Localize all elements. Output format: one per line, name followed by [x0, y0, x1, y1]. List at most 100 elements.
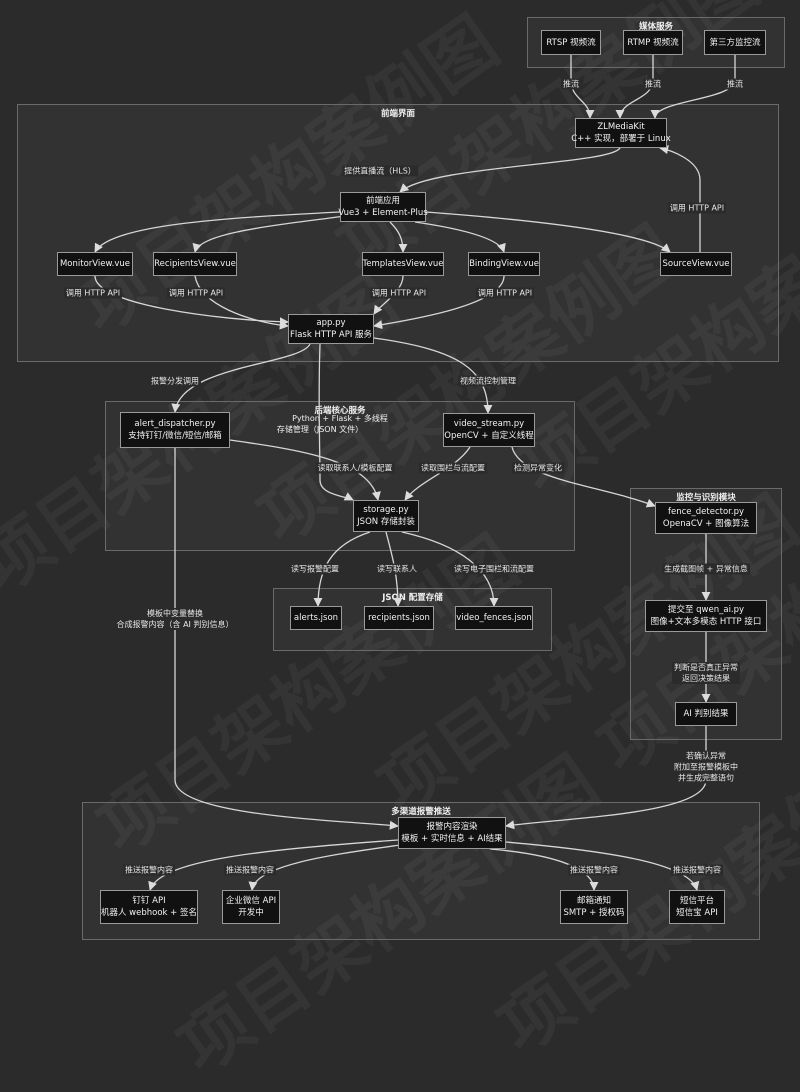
edge-label-tpl_api: 调用 HTTP API [369, 287, 429, 299]
node-text-line: MonitorView.vue [59, 259, 131, 269]
edge-label-judge: 判断是否真正异常返回决策结果 [672, 662, 740, 684]
node-text-line: fence_detector.py [668, 507, 744, 517]
edge-label-line: 推流 [645, 79, 661, 89]
node-monitor-view: MonitorView.vue [57, 252, 133, 276]
edge-label-push_email: 推送报警内容 [568, 864, 620, 876]
edge-push_sms [505, 841, 700, 891]
cluster-title: 前端界面 [380, 109, 415, 119]
edge-link-8 [425, 211, 671, 253]
node-text-line: RTMP 视频流 [627, 37, 679, 48]
node-fe: 前端应用 Vue3 + Element-Plus [338, 192, 428, 222]
node-source-view: SourceView.vue [660, 252, 732, 276]
edge-label-vs_ctrl: 视频流控制管理 [458, 375, 518, 387]
edge-label-line: 读取围栏与流配置 [421, 463, 485, 473]
edge-label-line: 调用 HTTP API [65, 288, 121, 298]
node-text-line: 开发中 [238, 908, 264, 918]
edge-label-push_sms: 推送报警内容 [671, 864, 723, 876]
node-text-line: alerts.json [293, 613, 339, 623]
edge-label-line: 检测异常变化 [514, 463, 562, 473]
edge-vs_ctrl [373, 337, 493, 414]
node-rtmp: RTMP 视频流 [623, 30, 683, 55]
edge-label-line: 报警分发调用 [151, 376, 199, 386]
edge-label-line: 推流 [727, 79, 743, 89]
edge-label-line: 推送报警内容 [673, 865, 721, 875]
edge-link-7 [414, 221, 506, 253]
node-text-line: 图像+文本多模态 HTTP 接口 [650, 617, 762, 627]
node-text-line: RecipientsView.vue [154, 259, 236, 269]
node-text-line: TemplatesView.vue [362, 259, 444, 269]
edge-label-push_wecom: 推送报警内容 [224, 864, 276, 876]
edge-label-read_fence: 读取围栏与流配置 [419, 462, 487, 474]
edge-label-line: 判断是否真正异常 [674, 663, 738, 672]
edge-label-mon_api: 调用 HTTP API [63, 287, 123, 299]
edge-label-detect: 检测异常变化 [512, 462, 564, 474]
edge-link-16 [318, 343, 354, 501]
node-alerts-json: alerts.json [290, 606, 342, 630]
edge-mon_api [94, 275, 289, 327]
node-text-line: 邮箱通知 [576, 896, 611, 906]
node-text-line: 机器人 webhook + 签名 [100, 908, 198, 918]
node-recipients-json: recipients.json [364, 606, 434, 630]
node-text-line: AI 判别结果 [683, 709, 729, 719]
node-text-line: Vue3 + Element-Plus [338, 208, 428, 218]
edge-label-line: 并生成完整语句 [678, 773, 734, 783]
edge-label-line: 读写电子围栏和流配置 [454, 564, 534, 574]
node-text-line: RTSP 视频流 [546, 37, 596, 48]
edge-push_email [489, 848, 599, 891]
edge-label-dispatch: 报警分发调用 [149, 375, 201, 387]
edge-label-line: 调用 HTTP API [477, 288, 533, 298]
edge-tpl_replace [174, 448, 399, 830]
node-text-line: 模板 + 实时信息 + AI结果 [401, 834, 503, 844]
edge-link-6 [389, 221, 408, 253]
cluster-title: 监控与识别模块 [676, 493, 736, 503]
edge-dispatch [171, 343, 311, 413]
edge-label-push2: 推流 [643, 78, 663, 90]
cluster-title: 后端核心服务 [314, 406, 366, 416]
edge-label-hls: 提供直播流（HLS） [342, 165, 418, 177]
edge-label-line: 推流 [563, 79, 579, 89]
cluster-title: 多渠道报警推送 [391, 807, 451, 817]
node-text-line: 报警内容渲染 [426, 822, 478, 832]
edge-label-line: 读取联系人/模板配置 [317, 463, 393, 473]
edge-src_api [659, 145, 701, 252]
node-text-line: OpenaCV + 图像算法 [662, 519, 750, 529]
node-text-line: 支持钉钉/微信/短信/邮箱 [128, 431, 222, 441]
edge-label-rec_api: 调用 HTTP API [166, 287, 226, 299]
edge-hls [399, 147, 621, 193]
node-templates-view: TemplatesView.vue [362, 252, 444, 276]
edge-push_ding [148, 839, 399, 891]
edge-rw_fence [401, 531, 499, 607]
edge-label-line: 生成截图帧 + 异常信息 [664, 564, 748, 574]
edge-read_rec [229, 439, 381, 501]
node-text-line: Flask HTTP API 服务 [289, 330, 373, 340]
node-rtsp: RTSP 视频流 [541, 30, 601, 55]
node-text-line: recipients.json [368, 613, 430, 623]
node-text-line: SMTP + 授权码 [563, 908, 625, 918]
edge-rw_alert [313, 531, 371, 607]
node-text-line: 前端应用 [365, 196, 400, 206]
edge-bind_api [373, 275, 505, 330]
node-text-line: JSON 存储封装 [357, 517, 415, 527]
edge-label-line: 调用 HTTP API [669, 203, 725, 213]
node-text-line: BindingView.vue [469, 259, 539, 269]
edge-label-confirm: 若确认异常附加至报警模板中并生成完整语句 [672, 750, 740, 784]
edge-label-push_ding: 推送报警内容 [123, 864, 175, 876]
edge-label-bind_api: 调用 HTTP API [475, 287, 535, 299]
edge-label-push3: 推流 [725, 78, 745, 90]
cluster-media: 媒体服务 [527, 17, 785, 68]
edge-label-tpl_replace: 模板中变量替换合成报警内容（含 AI 判别信息） [114, 608, 236, 630]
node-text-line: OpenCV + 自定义线程 [444, 431, 534, 441]
edge-label-rw_rec: 读写联系人 [375, 563, 419, 575]
node-text-line: app.py [316, 318, 346, 328]
edge-layer [94, 55, 736, 891]
edge-rec_api [194, 275, 289, 330]
node-fences-json: video_fences.json [455, 606, 533, 630]
edge-label-line: 调用 HTTP API [371, 288, 427, 298]
edge-label-line: 模板中变量替换 [146, 609, 203, 618]
